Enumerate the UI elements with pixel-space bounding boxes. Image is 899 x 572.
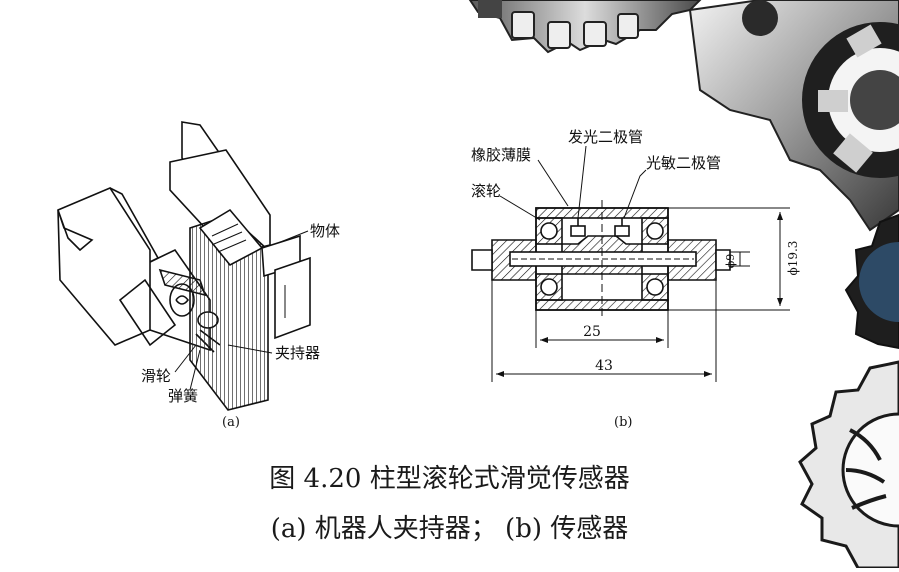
diagram-gripper bbox=[57, 121, 311, 411]
dim-inner: 25 bbox=[583, 324, 601, 340]
label-rubber-film: 橡胶薄膜 bbox=[471, 146, 531, 164]
label-gripper: 夹持器 bbox=[275, 344, 320, 362]
dim-shaft: ϕ9 bbox=[724, 254, 737, 269]
bearing-top-right bbox=[641, 217, 669, 245]
dim-outer: 43 bbox=[595, 358, 613, 374]
gear-decoration-right-upper bbox=[688, 0, 899, 232]
gripper-labels: 物体 夹持器 滑轮 弹簧 (a) bbox=[141, 222, 340, 430]
gear-decoration-right-lower bbox=[798, 360, 899, 570]
sublabel-b: (b) bbox=[614, 415, 632, 430]
bearing-top-left bbox=[535, 217, 563, 245]
bearing-bottom-right bbox=[641, 273, 669, 301]
label-roller: 滚轮 bbox=[471, 182, 501, 200]
label-pulley: 滑轮 bbox=[141, 367, 171, 385]
sensor-labels: 橡胶薄膜 发光二极管 光敏二极管 滚轮 25 43 ϕ19.3 ϕ9 (b) bbox=[471, 128, 800, 430]
diagram-sensor-section bbox=[471, 145, 790, 382]
gear-decoration-top bbox=[468, 0, 702, 54]
label-object: 物体 bbox=[310, 222, 340, 240]
label-photodiode: 光敏二极管 bbox=[646, 154, 721, 172]
bearing-bottom-left bbox=[535, 273, 563, 301]
gear-decoration-right-middle bbox=[844, 213, 899, 350]
dim-diameter: ϕ19.3 bbox=[786, 241, 800, 276]
label-led: 发光二极管 bbox=[568, 128, 643, 146]
label-spring: 弹簧 bbox=[168, 387, 198, 405]
figure-caption-title: 图 4.20 柱型滚轮式滑觉传感器 bbox=[269, 464, 630, 494]
sublabel-a: (a) bbox=[222, 415, 240, 430]
figure-caption-subtitle: (a) 机器人夹持器； (b) 传感器 bbox=[270, 514, 629, 544]
